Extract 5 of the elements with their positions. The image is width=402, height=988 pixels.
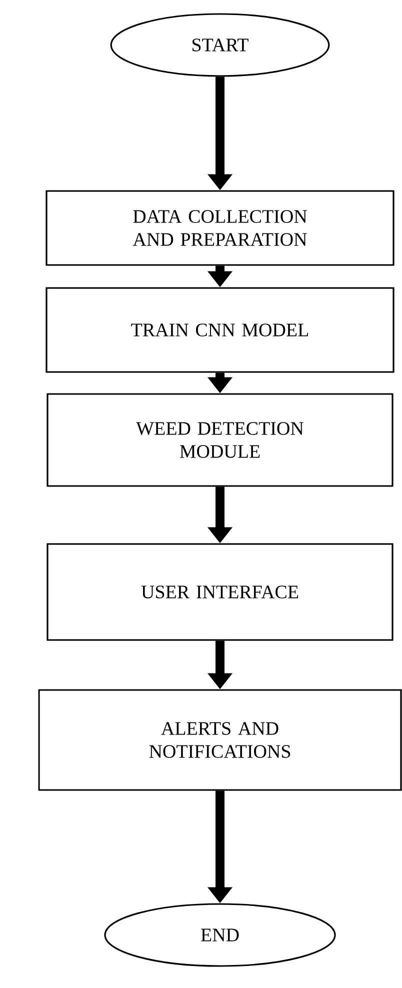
process-box: ALERTS AND NOTIFICATIONS (38, 689, 402, 791)
process-box: USER INTERFACE (46, 543, 394, 641)
process-box: TRAIN CNN MODEL (46, 287, 394, 373)
process-box: DATA COLLECTION AND PREPARATION (46, 190, 394, 266)
process-box: WEED DETECTION MODULE (46, 393, 394, 487)
